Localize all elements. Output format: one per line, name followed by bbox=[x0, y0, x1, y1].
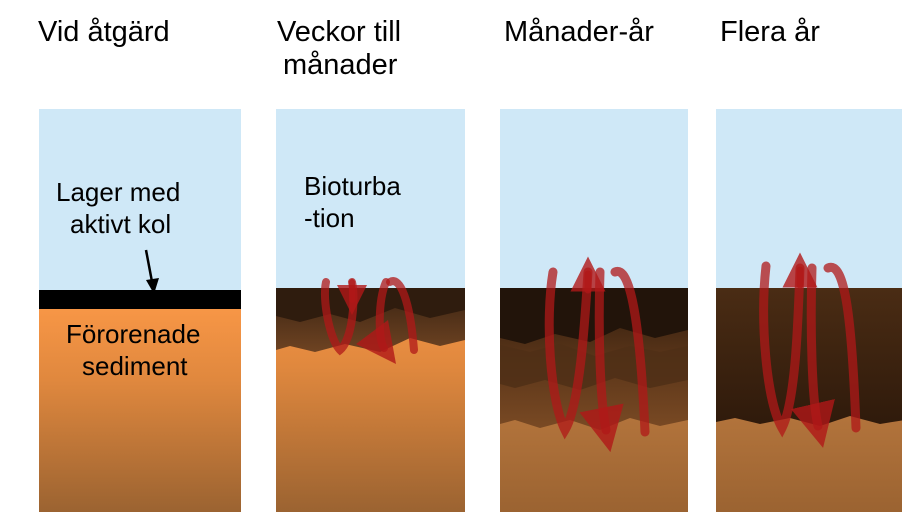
label-line: aktivt kol bbox=[70, 209, 172, 239]
cap-layer-label: Lager med aktivt kol bbox=[56, 176, 180, 240]
stage-heading-months-to-years: Månader-år bbox=[504, 16, 654, 49]
heading-line: Flera år bbox=[720, 16, 820, 48]
label-line: Bioturba bbox=[304, 171, 401, 201]
label-line: Förorenade bbox=[66, 319, 201, 349]
heading-line: Månader-år bbox=[504, 16, 654, 48]
stage-heading-several-years: Flera år bbox=[720, 16, 820, 49]
contaminated-sediment bbox=[39, 309, 241, 512]
bioturbation-arrows bbox=[544, 256, 650, 453]
cap-pointer-arrow bbox=[144, 249, 159, 294]
contaminated-sediment-label: Förorenade sediment bbox=[66, 318, 200, 382]
bioturbation-arrows bbox=[759, 252, 861, 448]
bioturbation-arrows bbox=[321, 277, 418, 365]
heading-line: månader bbox=[283, 49, 398, 81]
label-line: -tion bbox=[304, 203, 355, 233]
panel-months-to-years bbox=[500, 109, 688, 512]
label-line: Lager med bbox=[56, 177, 181, 207]
heading-line: Veckor till bbox=[277, 16, 402, 48]
label-line: sediment bbox=[82, 351, 188, 381]
activated-carbon-cap bbox=[39, 290, 241, 309]
stage-heading-at-remediation: Vid åtgärd bbox=[38, 16, 170, 49]
heading-line: Vid åtgärd bbox=[38, 16, 170, 48]
bioturbation-label: Bioturba -tion bbox=[304, 170, 401, 234]
stage-heading-weeks-to-months: Veckor till månader bbox=[277, 16, 401, 82]
panel-at-remediation bbox=[39, 109, 241, 512]
